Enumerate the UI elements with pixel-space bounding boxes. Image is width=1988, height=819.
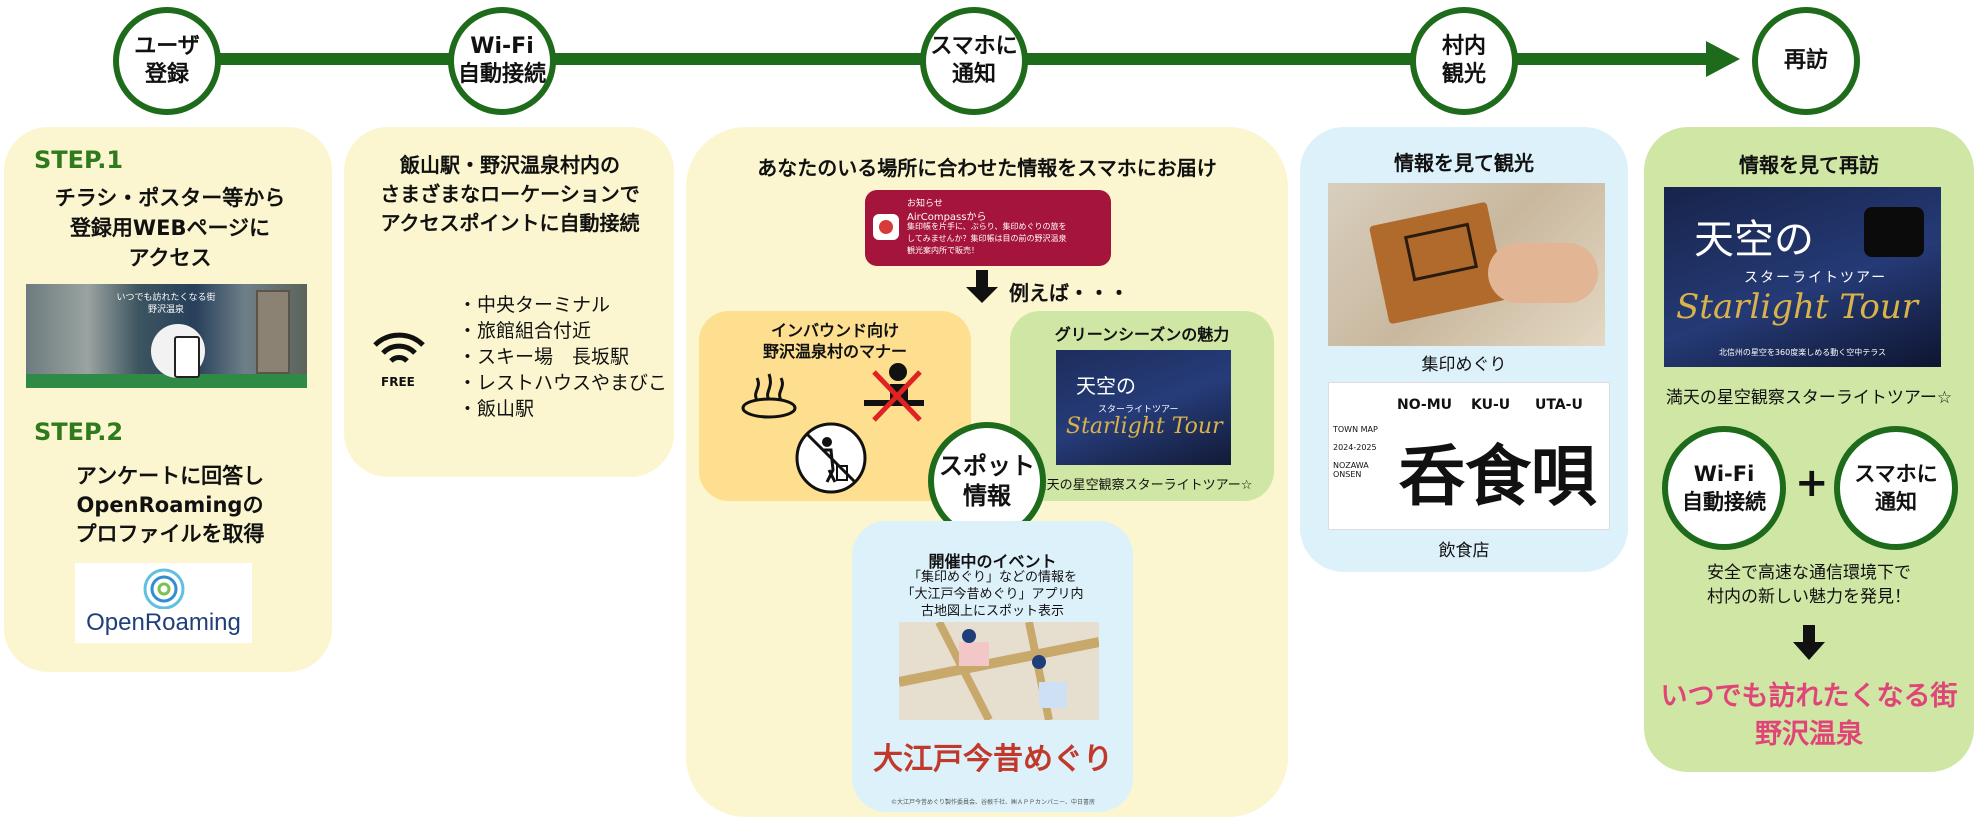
location-item: ・レストハウスやまびこ [458, 370, 667, 396]
starlight-caption-small: 満天の星空観察スターライトツアー☆ [1012, 474, 1274, 493]
poster-text: いつでも訪れたくなる街 野沢温泉 [111, 292, 221, 316]
no-littering-icon [793, 420, 869, 496]
step-circle-revisit: 再訪 [1752, 7, 1860, 115]
step1-label: STEP.1 [34, 146, 123, 174]
wifi-heading: 飯山駅・野沢温泉村内の さまざまなローケーションで アクセスポイントに自動接続 [354, 151, 666, 238]
notify-heading: あなたのいる場所に合わせた情報をスマホにお届け [686, 152, 1288, 181]
hot-spring-icon [740, 368, 798, 420]
town-map-cover: NO-MU KU-U UTA-U TOWN MAP 2024-2025 NOZA… [1328, 382, 1610, 530]
map-calligraphy: 呑食唄 [1399, 423, 1597, 519]
down-arrow-icon [976, 270, 988, 288]
badge-wifi: Wi-Fi 自動接続 [1662, 426, 1786, 550]
sightseeing-caption-1: 集印めぐり [1300, 350, 1628, 375]
step1-text: チラシ・ポスター等から 登録用WEBページに アクセス [20, 183, 320, 273]
green-season-title: グリーンシーズンの魅力 [1010, 321, 1274, 345]
sightseeing-caption-2: 飲食店 [1300, 536, 1628, 561]
step-circle-notify: スマホに 通知 [920, 7, 1028, 115]
sightseeing-heading: 情報を見て観光 [1300, 147, 1628, 176]
slogan: いつでも訪れたくなる街 野沢温泉 [1644, 678, 1974, 754]
example-label: 例えば・・・ [1009, 277, 1129, 306]
revisit-heading: 情報を見て再訪 [1644, 149, 1974, 178]
badge-phone: スマホに 通知 [1834, 426, 1958, 550]
starlight-thumbnail: 天空の スターライトツアー Starlight Tour [1056, 350, 1231, 465]
oedo-logo: 大江戸今昔めぐり [862, 734, 1124, 778]
app-icon [873, 214, 899, 240]
location-item: ・スキー場 長坂駅 [458, 344, 667, 370]
free-label: FREE [381, 375, 415, 389]
step2-text: アンケートに回答し OpenRoamingの プロファイルを取得 [20, 462, 320, 549]
starlight-tour-banner: 天空の スターライトツアー Starlight Tour 北信州の星空を360度… [1664, 187, 1941, 367]
down-arrow-icon-2 [1803, 625, 1815, 643]
revisit-summary: 安全で高速な通信環境下で 村内の新しい魅力を発見！ [1644, 561, 1974, 609]
location-item: ・飯山駅 [458, 396, 667, 422]
step-circle-wifi: Wi-Fi 自動接続 [448, 7, 556, 115]
step2-label: STEP.2 [34, 418, 123, 446]
openroaming-wifi-icon [139, 565, 189, 609]
old-map-image [899, 622, 1099, 720]
plus-sign: + [1795, 460, 1829, 506]
push-notification: お知らせ AirCompassから 集印帳を片手に、ぶらり、集印めぐりの旅を し… [865, 190, 1111, 266]
location-item: ・中央ターミナル [458, 292, 667, 318]
copyright-note: ©大江戸今昔めぐり製作委員会、谷根千社、㈱ＡＰＰカンパニー、中日書房 [862, 797, 1124, 806]
stamp-book-photo [1328, 183, 1605, 346]
revisit-caption: 満天の星空観察スターライトツアー☆ [1644, 383, 1974, 408]
poster-photo: いつでも訪れたくなる街 野沢温泉 [26, 284, 307, 388]
step-circle-sightseeing: 村内 観光 [1410, 7, 1518, 115]
step-circle-register: ユーザ 登録 [113, 7, 221, 115]
wifi-locations: ・中央ターミナル ・旅館組合付近 ・スキー場 長坂駅 ・レストハウスやまびこ ・… [458, 292, 667, 422]
openroaming-logo: OpenRoaming [75, 563, 252, 643]
free-wifi-icon [371, 329, 427, 369]
inbound-title: インバウンド向け 野沢温泉村のマナー [699, 320, 971, 362]
no-smoking-icon [860, 360, 930, 424]
event-text: 「集印めぐり」などの情報を 「大江戸今昔めぐり」アプリ内 古地図上にスポット表示 [852, 569, 1133, 620]
flow-arrow-head [1706, 41, 1740, 77]
location-item: ・旅館組合付近 [458, 318, 667, 344]
